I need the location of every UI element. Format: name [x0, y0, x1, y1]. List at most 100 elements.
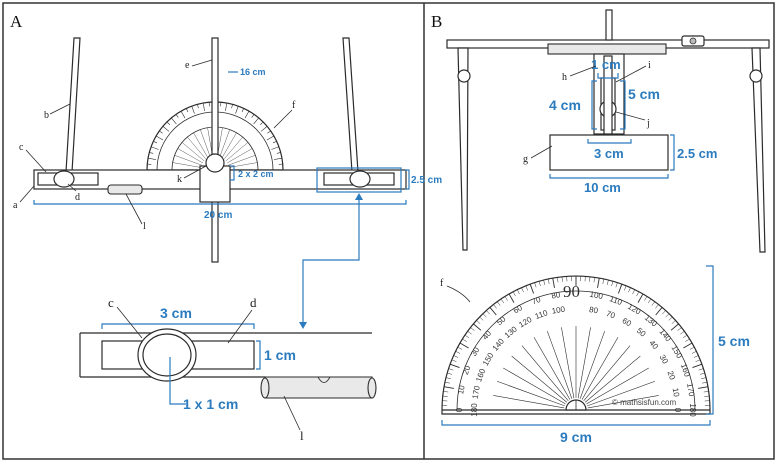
protractor-large-tick: [482, 313, 487, 318]
dim-bracket-base-inner: [587, 139, 632, 144]
letter-g: g: [523, 154, 528, 165]
protractor-large-tick: [547, 278, 550, 284]
protractor-large-tick: [493, 304, 497, 309]
protractor-large-ray: [583, 345, 631, 402]
protractor-small-tick: [153, 140, 158, 144]
protractor-large-tick: [692, 363, 703, 369]
protractor-small-tick: [266, 135, 275, 141]
protractor-small-tick: [191, 105, 195, 114]
protractor-small-tick: [274, 157, 283, 160]
protractor-large-tick: [443, 391, 449, 393]
protractor-large-tick: [665, 313, 670, 318]
protractor-outer-number: 0: [455, 407, 464, 412]
dim-bracket-slot-length: [620, 80, 626, 130]
protractor-inner-number: 70: [605, 309, 617, 321]
protractor-large-tick: [512, 291, 516, 297]
protractor-small-tick: [162, 126, 170, 132]
protractor-large-ray: [533, 337, 571, 400]
knob-right: [349, 170, 371, 188]
protractor-small-ray: [223, 136, 243, 160]
protractor-small-tick: [251, 114, 255, 118]
protractor-center-label: 90: [563, 282, 580, 301]
protractor-large-tick: [508, 293, 515, 303]
dim-top-slot: 1 cm: [591, 57, 621, 72]
protractor-small-tick: [225, 102, 228, 111]
protractor-large-tick: [680, 331, 685, 335]
protractor-small-tick: [197, 104, 199, 109]
protractor-small-tick: [231, 104, 233, 109]
protractor-large-tick: [451, 359, 457, 362]
protractor-large-ray: [503, 367, 566, 405]
detail-bar: [79, 328, 377, 399]
dim-base-width: 10 cm: [584, 180, 621, 195]
protractor-large-tick: [453, 355, 459, 358]
panel-label-b: B: [431, 12, 442, 31]
protractor-large-tick: [449, 363, 460, 369]
protractor-small-tick: [267, 130, 271, 134]
protractor-small-tick: [235, 105, 239, 114]
protractor-small-tick: [260, 126, 268, 132]
protractor-large-tick: [557, 277, 559, 283]
dim-bracket-slot-width: [101, 323, 255, 329]
protractor-small-tick: [202, 102, 205, 111]
protractor-large-tick: [647, 298, 652, 304]
base-block: [549, 134, 669, 171]
protractor-large-tick: [662, 310, 666, 315]
protractor-large-tick: [655, 304, 659, 309]
letter-i: i: [648, 60, 651, 71]
protractor-inner-number: 10: [671, 387, 682, 398]
protractor-large-tick: [632, 289, 635, 295]
protractor-small-ray: [227, 148, 253, 164]
protractor-inner-number: 180: [470, 403, 479, 417]
letter-f-top: f: [292, 100, 296, 111]
protractor-small-ray: [219, 129, 230, 157]
arm-right: [342, 37, 359, 173]
protractor-large-tick: [504, 296, 508, 301]
dim-bracket-protractor-height: [706, 265, 714, 415]
protractor-large-tick: [698, 386, 709, 389]
protractor-small-ray: [221, 132, 237, 158]
protractor-small-tick: [159, 130, 163, 134]
protractor-large-tick: [699, 372, 705, 375]
protractor-large-tick: [704, 395, 710, 397]
letter-h: h: [562, 72, 567, 83]
protractor-outer-number: 70: [530, 295, 542, 307]
dim-bracket-base-height: [670, 134, 675, 171]
protractor-small-ray: [174, 155, 202, 166]
protractor-small-tick: [150, 146, 159, 150]
protractor-large-tick: [459, 342, 469, 349]
protractor-large-tick: [611, 281, 614, 287]
dim-protractor-height: 5 cm: [718, 333, 750, 349]
protractor-large-tick: [685, 338, 690, 342]
protractor-small-tick: [175, 114, 179, 118]
protractor-large-tick: [467, 331, 472, 335]
bubble-level-small: [107, 184, 143, 195]
arm-center: [211, 37, 219, 263]
dim-arm-length: 16 cm: [240, 67, 266, 77]
protractor-large-tick: [447, 372, 453, 375]
protractor-large-ray: [581, 337, 619, 400]
protractor-large-tick: [534, 282, 537, 288]
protractor-small-ray: [177, 148, 203, 164]
protractor-inner-number: 160: [474, 367, 487, 383]
protractor-small-tick: [241, 108, 245, 113]
protractor-small-tick: [171, 117, 177, 125]
protractor-large-tick: [683, 342, 693, 349]
protractor-large-tick: [655, 307, 663, 316]
letter-c-top: c: [19, 142, 24, 153]
protractor-large-tick: [489, 307, 497, 316]
protractor-outer-number: 170: [685, 382, 696, 397]
protractor-large-ray: [561, 327, 575, 399]
protractor-large-ray: [521, 345, 569, 402]
protractor-large-tick: [615, 282, 618, 288]
protractor-large-ray: [587, 380, 656, 407]
dim-bracket-top-slot: [597, 73, 619, 79]
protractor-large-tick: [561, 276, 563, 282]
protractor-large-ray: [579, 330, 606, 399]
protractor-large-tick: [691, 351, 697, 354]
protractor-large-tick: [636, 291, 640, 297]
protractor-large-tick: [486, 310, 490, 315]
